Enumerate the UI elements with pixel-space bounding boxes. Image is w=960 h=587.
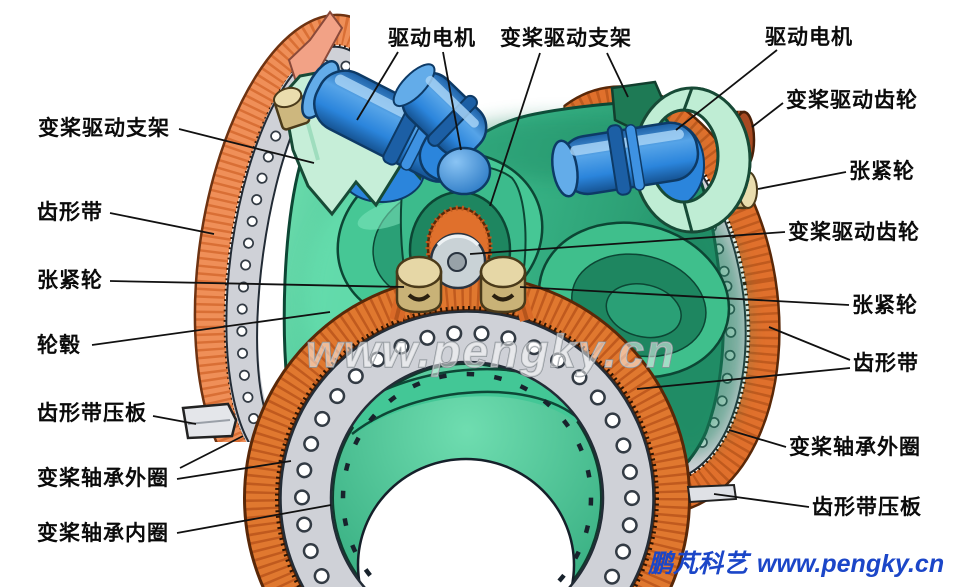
tension-wheel-back-left [272, 86, 311, 131]
pitch-drive-gear-front [425, 205, 493, 290]
label-pitch-drive-gear-r1: 变桨驱动齿轮 [786, 89, 918, 112]
label-tension-wheel-r2: 张紧轮 [852, 294, 918, 317]
motor-ball-mount [436, 146, 492, 196]
label-hub: 轮毂 [37, 334, 81, 357]
label-tension-wheel-left: 张紧轮 [37, 269, 103, 292]
footer-brand: 鹏芃科艺 [648, 550, 749, 578]
label-toothed-belt-right: 齿形带 [853, 352, 919, 375]
drive-motor-center [392, 63, 488, 157]
belt-clamp-left [181, 402, 238, 440]
label-pitch-drive-bracket-left: 变桨驱动支架 [38, 117, 170, 140]
footer-credit: 鹏芃科艺 www.pengky.cn [648, 544, 944, 580]
pitch-bearing-inner-ring [340, 371, 594, 587]
leader-lines [91, 49, 851, 534]
label-belt-clamp-right: 齿形带压板 [812, 496, 922, 519]
footer-url: www.pengky.cn [757, 550, 945, 578]
label-toothed-belt-left: 齿形带 [37, 201, 103, 224]
hub-front-opening [356, 457, 576, 587]
tension-wheel-front-left [395, 255, 443, 314]
label-drive-motor-left: 驱动电机 [388, 27, 476, 50]
label-bearing-outer-right: 变桨轴承外圈 [789, 436, 921, 459]
label-tension-wheel-r1: 张紧轮 [849, 160, 915, 183]
label-belt-clamp-left: 齿形带压板 [37, 402, 147, 425]
label-pitch-drive-gear-r2: 变桨驱动齿轮 [788, 221, 920, 244]
label-bearing-outer-left: 变桨轴承外圈 [37, 467, 169, 490]
tension-wheel-front-right [479, 255, 527, 314]
label-bearing-inner-left: 变桨轴承内圈 [37, 522, 169, 545]
belt-clamp-right [686, 483, 738, 504]
bracket-ring-front-arc [681, 86, 752, 234]
watermark: www.pengky.cn [306, 325, 676, 377]
drive-motor-right [551, 121, 700, 198]
label-pitch-drive-bracket-top: 变桨驱动支架 [500, 27, 632, 50]
pitch-bearing-front [243, 274, 691, 587]
label-drive-motor-right: 驱动电机 [765, 26, 853, 49]
